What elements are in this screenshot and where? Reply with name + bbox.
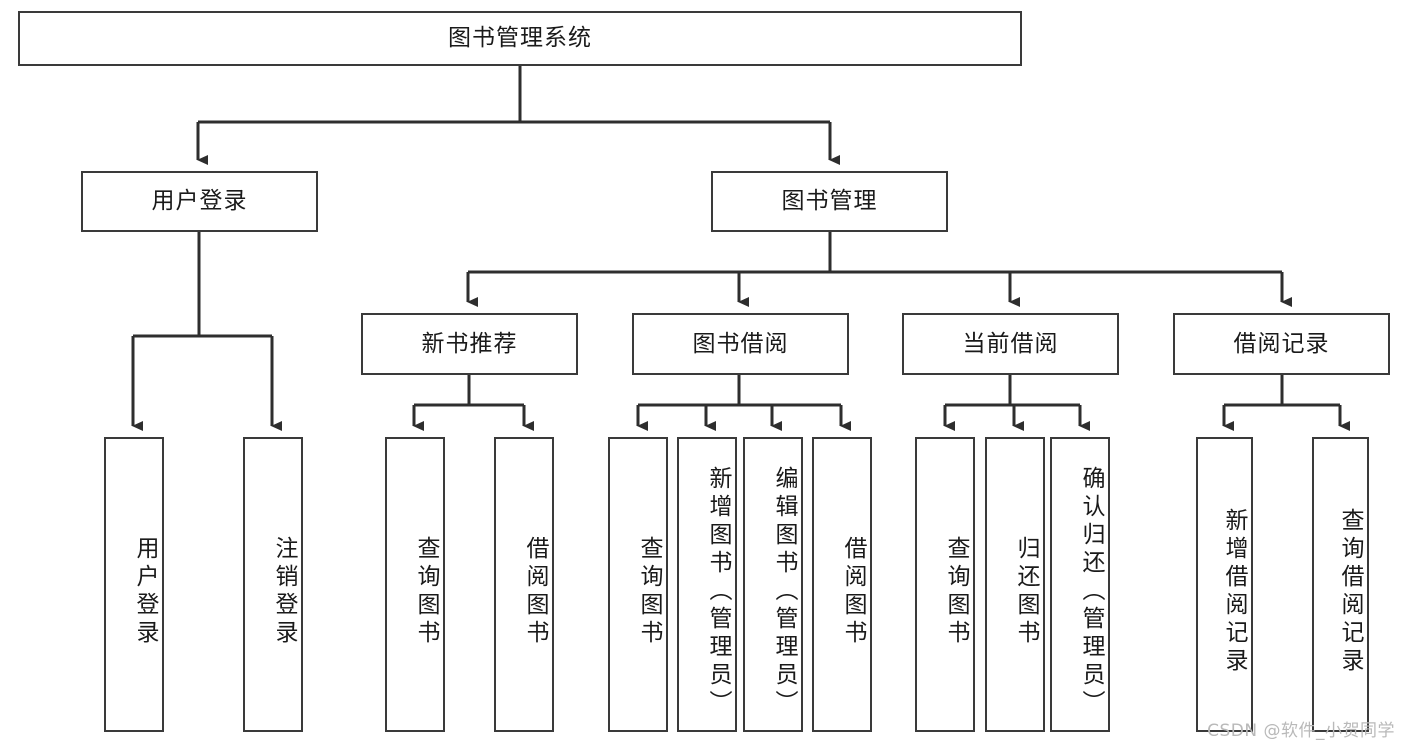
node-book-borrow-label: 图书借阅 (692, 330, 789, 357)
leaf-new-book-borrow[interactable]: 借阅图书 (494, 437, 554, 732)
leaf-new-book-query[interactable]: 查询图书 (385, 437, 445, 732)
leaf-borrow-edit-book-admin[interactable]: 编辑图书（管理员） (743, 437, 803, 732)
node-book-borrow[interactable]: 图书借阅 (632, 313, 849, 375)
leaf-new-book-borrow-label: 借阅图书 (522, 535, 548, 648)
node-new-book-recommend-label: 新书推荐 (421, 330, 518, 357)
leaf-borrow-borrow-book[interactable]: 借阅图书 (812, 437, 872, 732)
leaf-records-query-record-label: 查询借阅记录 (1337, 507, 1363, 676)
leaf-logout[interactable]: 注销登录 (243, 437, 303, 732)
leaf-records-add-record[interactable]: 新增借阅记录 (1196, 437, 1253, 732)
leaf-borrow-add-book-admin[interactable]: 新增图书（管理员） (677, 437, 737, 732)
node-root-label: 图书管理系统 (448, 25, 592, 52)
leaf-borrow-query-book-label: 查询图书 (636, 535, 662, 648)
node-new-book-recommend[interactable]: 新书推荐 (361, 313, 578, 375)
leaf-logout-label: 注销登录 (271, 535, 297, 648)
leaf-user-login[interactable]: 用户登录 (104, 437, 164, 732)
leaf-current-confirm-return-admin-label: 确认归还（管理员） (1078, 465, 1104, 718)
leaf-records-query-record[interactable]: 查询借阅记录 (1312, 437, 1369, 732)
leaf-borrow-borrow-book-label: 借阅图书 (840, 535, 866, 648)
node-current-borrow-label: 当前借阅 (962, 330, 1059, 357)
node-borrow-records-label: 借阅记录 (1233, 330, 1330, 357)
node-user-login-label: 用户登录 (151, 188, 248, 215)
leaf-new-book-query-label: 查询图书 (413, 535, 439, 648)
leaf-borrow-query-book[interactable]: 查询图书 (608, 437, 668, 732)
leaf-user-login-label: 用户登录 (132, 535, 158, 648)
leaf-current-query-book[interactable]: 查询图书 (915, 437, 975, 732)
leaf-current-return-book[interactable]: 归还图书 (985, 437, 1045, 732)
node-borrow-records[interactable]: 借阅记录 (1173, 313, 1390, 375)
leaf-current-query-book-label: 查询图书 (943, 535, 969, 648)
leaf-records-add-record-label: 新增借阅记录 (1221, 507, 1247, 676)
node-root[interactable]: 图书管理系统 (18, 11, 1022, 66)
leaf-current-return-book-label: 归还图书 (1013, 535, 1039, 648)
node-current-borrow[interactable]: 当前借阅 (902, 313, 1119, 375)
node-user-login[interactable]: 用户登录 (81, 171, 318, 232)
node-book-management-label: 图书管理 (781, 188, 878, 215)
node-book-management[interactable]: 图书管理 (711, 171, 948, 232)
leaf-borrow-add-book-admin-label: 新增图书（管理员） (705, 465, 731, 718)
leaf-current-confirm-return-admin[interactable]: 确认归还（管理员） (1050, 437, 1110, 732)
leaf-borrow-edit-book-admin-label: 编辑图书（管理员） (771, 465, 797, 718)
